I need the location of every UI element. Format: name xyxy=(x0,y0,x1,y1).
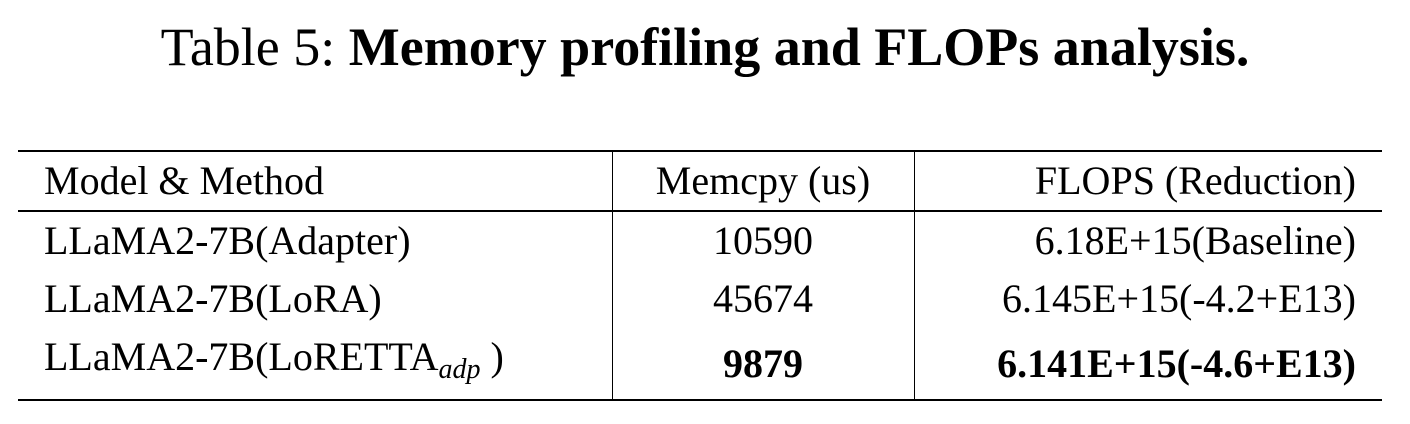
cell-model: LLaMA2-7B(LoRA) xyxy=(18,270,613,328)
cell-flops: 6.18E+15(Baseline) xyxy=(1034,218,1356,263)
cell-memcpy: 45674 xyxy=(612,270,915,328)
cell-memcpy-best: 9879 xyxy=(612,328,915,400)
cell-model: LLaMA2-7B(LoRETTAadp ) xyxy=(18,328,613,400)
header-flops: FLOPS (Reduction) xyxy=(1034,158,1356,203)
cell-model-base: LLaMA2-7B(LoRETTA xyxy=(44,334,439,379)
table-row: LLaMA2-7B(LoRETTAadp ) 9879 6.141E+15(-4… xyxy=(18,328,1382,400)
header-memcpy: Memcpy (us) xyxy=(612,151,915,211)
cell-flops-best: 6.141E+15(-4.6+E13) xyxy=(914,328,1382,400)
table-header-row: Model & Method Memcpy (us) FLOPS (Reduct… xyxy=(18,151,1382,211)
cell-flops: 6.145E+15(-4.2+E13) xyxy=(1002,276,1356,321)
table-row: LLaMA2-7B(Adapter) 10590 6.18E+15(Baseli… xyxy=(18,211,1382,270)
results-table-container: Model & Method Memcpy (us) FLOPS (Reduct… xyxy=(18,150,1382,401)
cell-memcpy: 10590 xyxy=(612,211,915,270)
cell-model-subscript: adp xyxy=(438,354,481,385)
results-table: Model & Method Memcpy (us) FLOPS (Reduct… xyxy=(18,150,1382,401)
table-caption: Table 5: Memory profiling and FLOPs anal… xyxy=(0,14,1410,80)
cell-model-close: ) xyxy=(480,334,504,379)
cell-memcpy-best-value: 9879 xyxy=(723,340,803,386)
cell-flops-best-value: 6.141E+15(-4.6+E13) xyxy=(997,340,1356,386)
caption-title: Memory profiling and FLOPs analysis. xyxy=(348,17,1250,77)
cell-model: LLaMA2-7B(Adapter) xyxy=(18,211,613,270)
table-row: LLaMA2-7B(LoRA) 45674 6.145E+15(-4.2+E13… xyxy=(18,270,1382,328)
caption-label: Table 5: xyxy=(160,17,336,77)
header-model-method: Model & Method xyxy=(18,151,613,211)
